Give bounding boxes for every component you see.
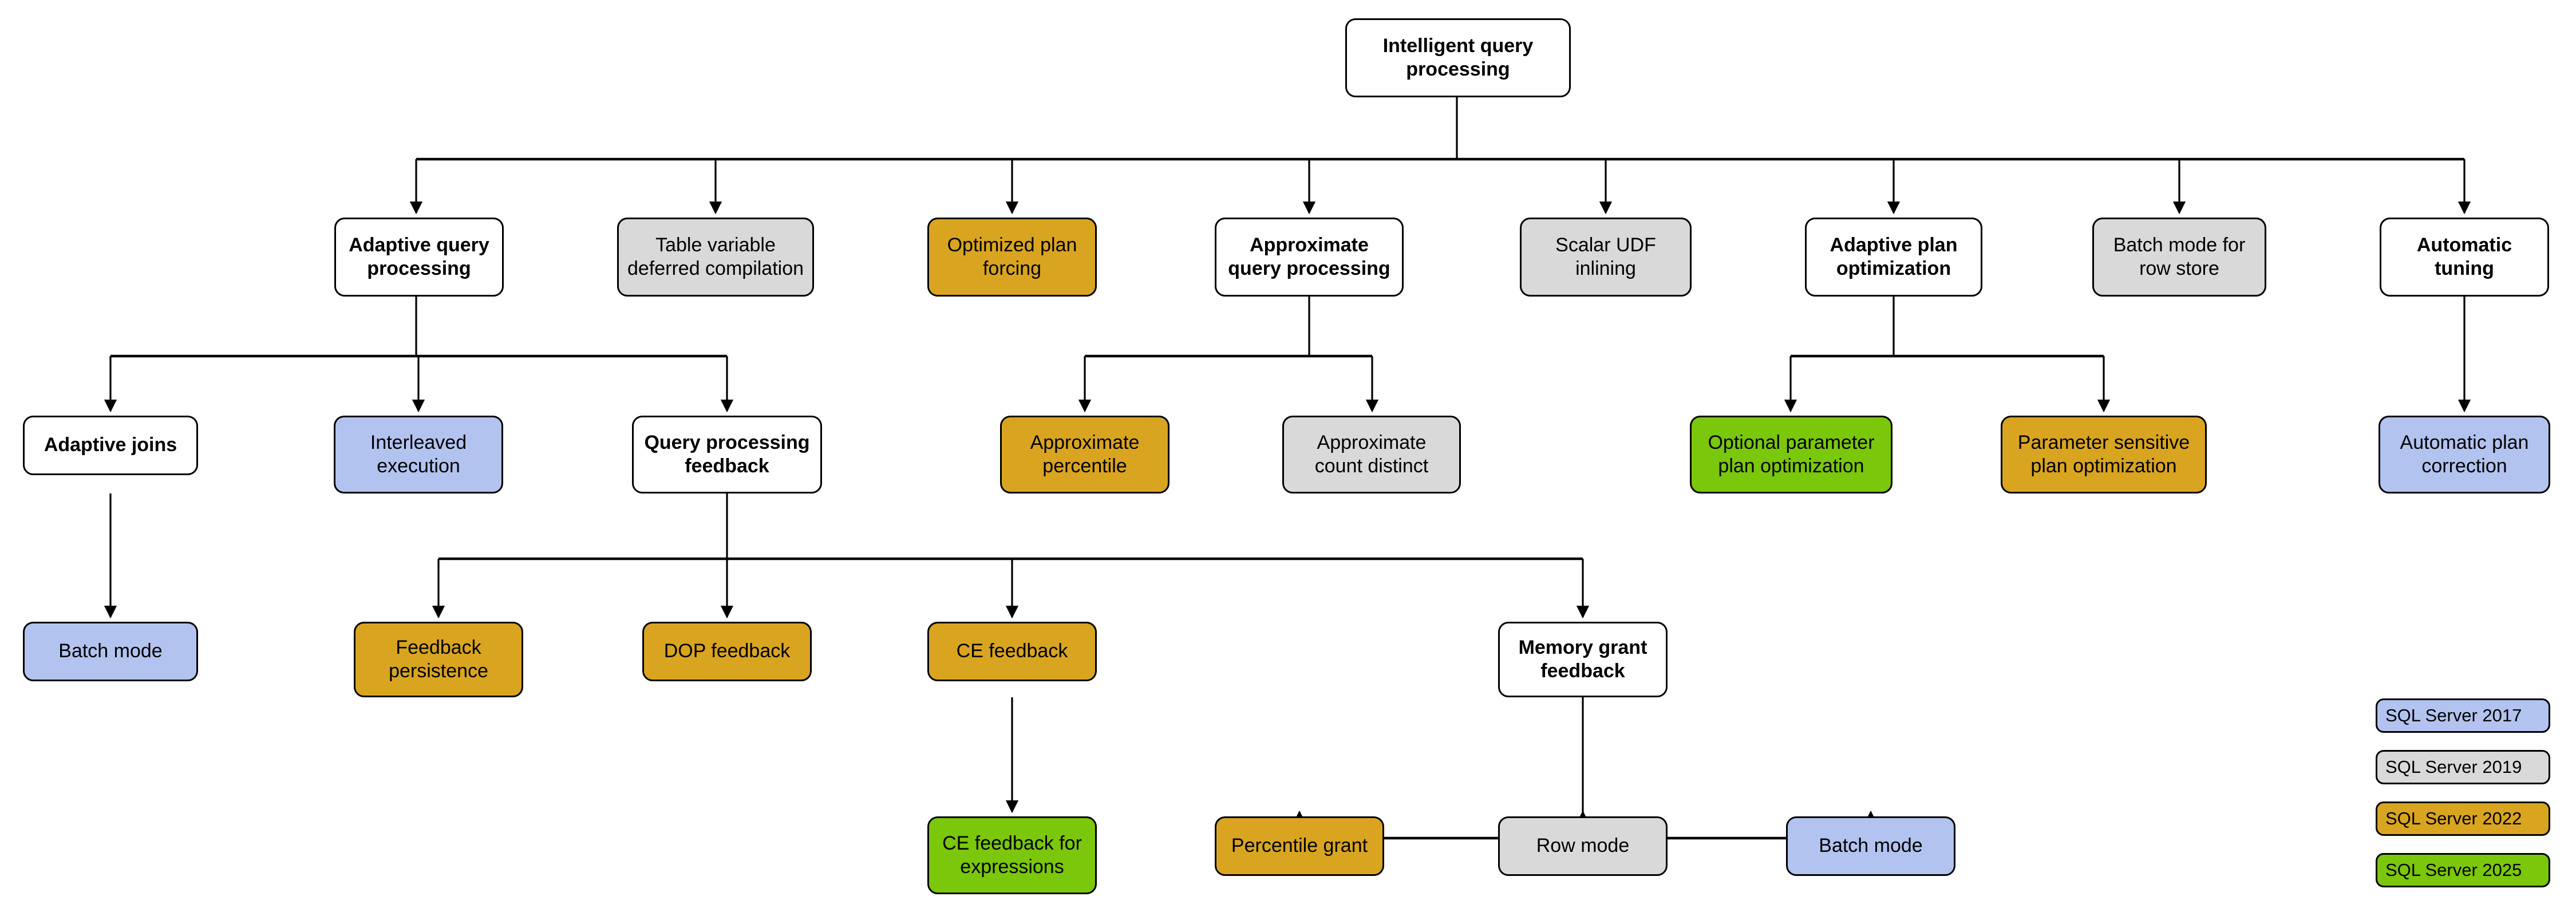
node-row-mode[interactable]: Row mode <box>1498 816 1668 876</box>
node-adaptive-plan-optimization[interactable]: Adaptive plan optimization <box>1805 218 1982 297</box>
node-adaptive-joins[interactable]: Adaptive joins <box>23 416 198 475</box>
node-automatic-plan-correction[interactable]: Automatic plan correction <box>2379 416 2550 493</box>
node-optional-parameter-plan-optimization[interactable]: Optional parameter plan optimization <box>1690 416 1893 493</box>
node-query-processing-feedback[interactable]: Query processing feedback <box>632 416 822 493</box>
node-feedback-persistence[interactable]: Feedback persistence <box>354 622 523 697</box>
node-ce-feedback[interactable]: CE feedback <box>927 622 1097 681</box>
node-ce-feedback-for-expressions[interactable]: CE feedback for expressions <box>927 816 1097 894</box>
legend-item-sql-server-2025[interactable]: SQL Server 2025 <box>2376 853 2550 887</box>
node-interleaved-execution[interactable]: Interleaved execution <box>334 416 503 493</box>
legend-item-sql-server-2019[interactable]: SQL Server 2019 <box>2376 750 2550 784</box>
node-automatic-tuning[interactable]: Automatic tuning <box>2380 218 2549 297</box>
legend-item-sql-server-2022[interactable]: SQL Server 2022 <box>2376 802 2550 836</box>
node-batch-mode-adaptive-joins[interactable]: Batch mode <box>23 622 198 681</box>
node-dop-feedback[interactable]: DOP feedback <box>642 622 812 681</box>
node-batch-mode-for-row-store[interactable]: Batch mode for row store <box>2092 218 2266 297</box>
node-adaptive-query-processing[interactable]: Adaptive query processing <box>334 218 504 297</box>
node-batch-mode-memory-grant[interactable]: Batch mode <box>1786 816 1955 876</box>
node-intelligent-query-processing[interactable]: Intelligent query processing <box>1345 18 1571 97</box>
node-scalar-udf-inlining[interactable]: Scalar UDF inlining <box>1520 218 1692 297</box>
node-optimized-plan-forcing[interactable]: Optimized plan forcing <box>927 218 1097 297</box>
node-percentile-grant[interactable]: Percentile grant <box>1215 816 1384 876</box>
node-approximate-query-processing[interactable]: Approximate query processing <box>1215 218 1404 297</box>
node-table-variable-deferred-compilation[interactable]: Table variable deferred compilation <box>617 218 814 297</box>
node-approximate-percentile[interactable]: Approximate percentile <box>1000 416 1170 493</box>
node-memory-grant-feedback[interactable]: Memory grant feedback <box>1498 622 1668 697</box>
node-parameter-sensitive-plan-optimization[interactable]: Parameter sensitive plan optimization <box>2001 416 2207 493</box>
legend-item-sql-server-2017[interactable]: SQL Server 2017 <box>2376 698 2550 733</box>
node-approximate-count-distinct[interactable]: Approximate count distinct <box>1282 416 1461 493</box>
